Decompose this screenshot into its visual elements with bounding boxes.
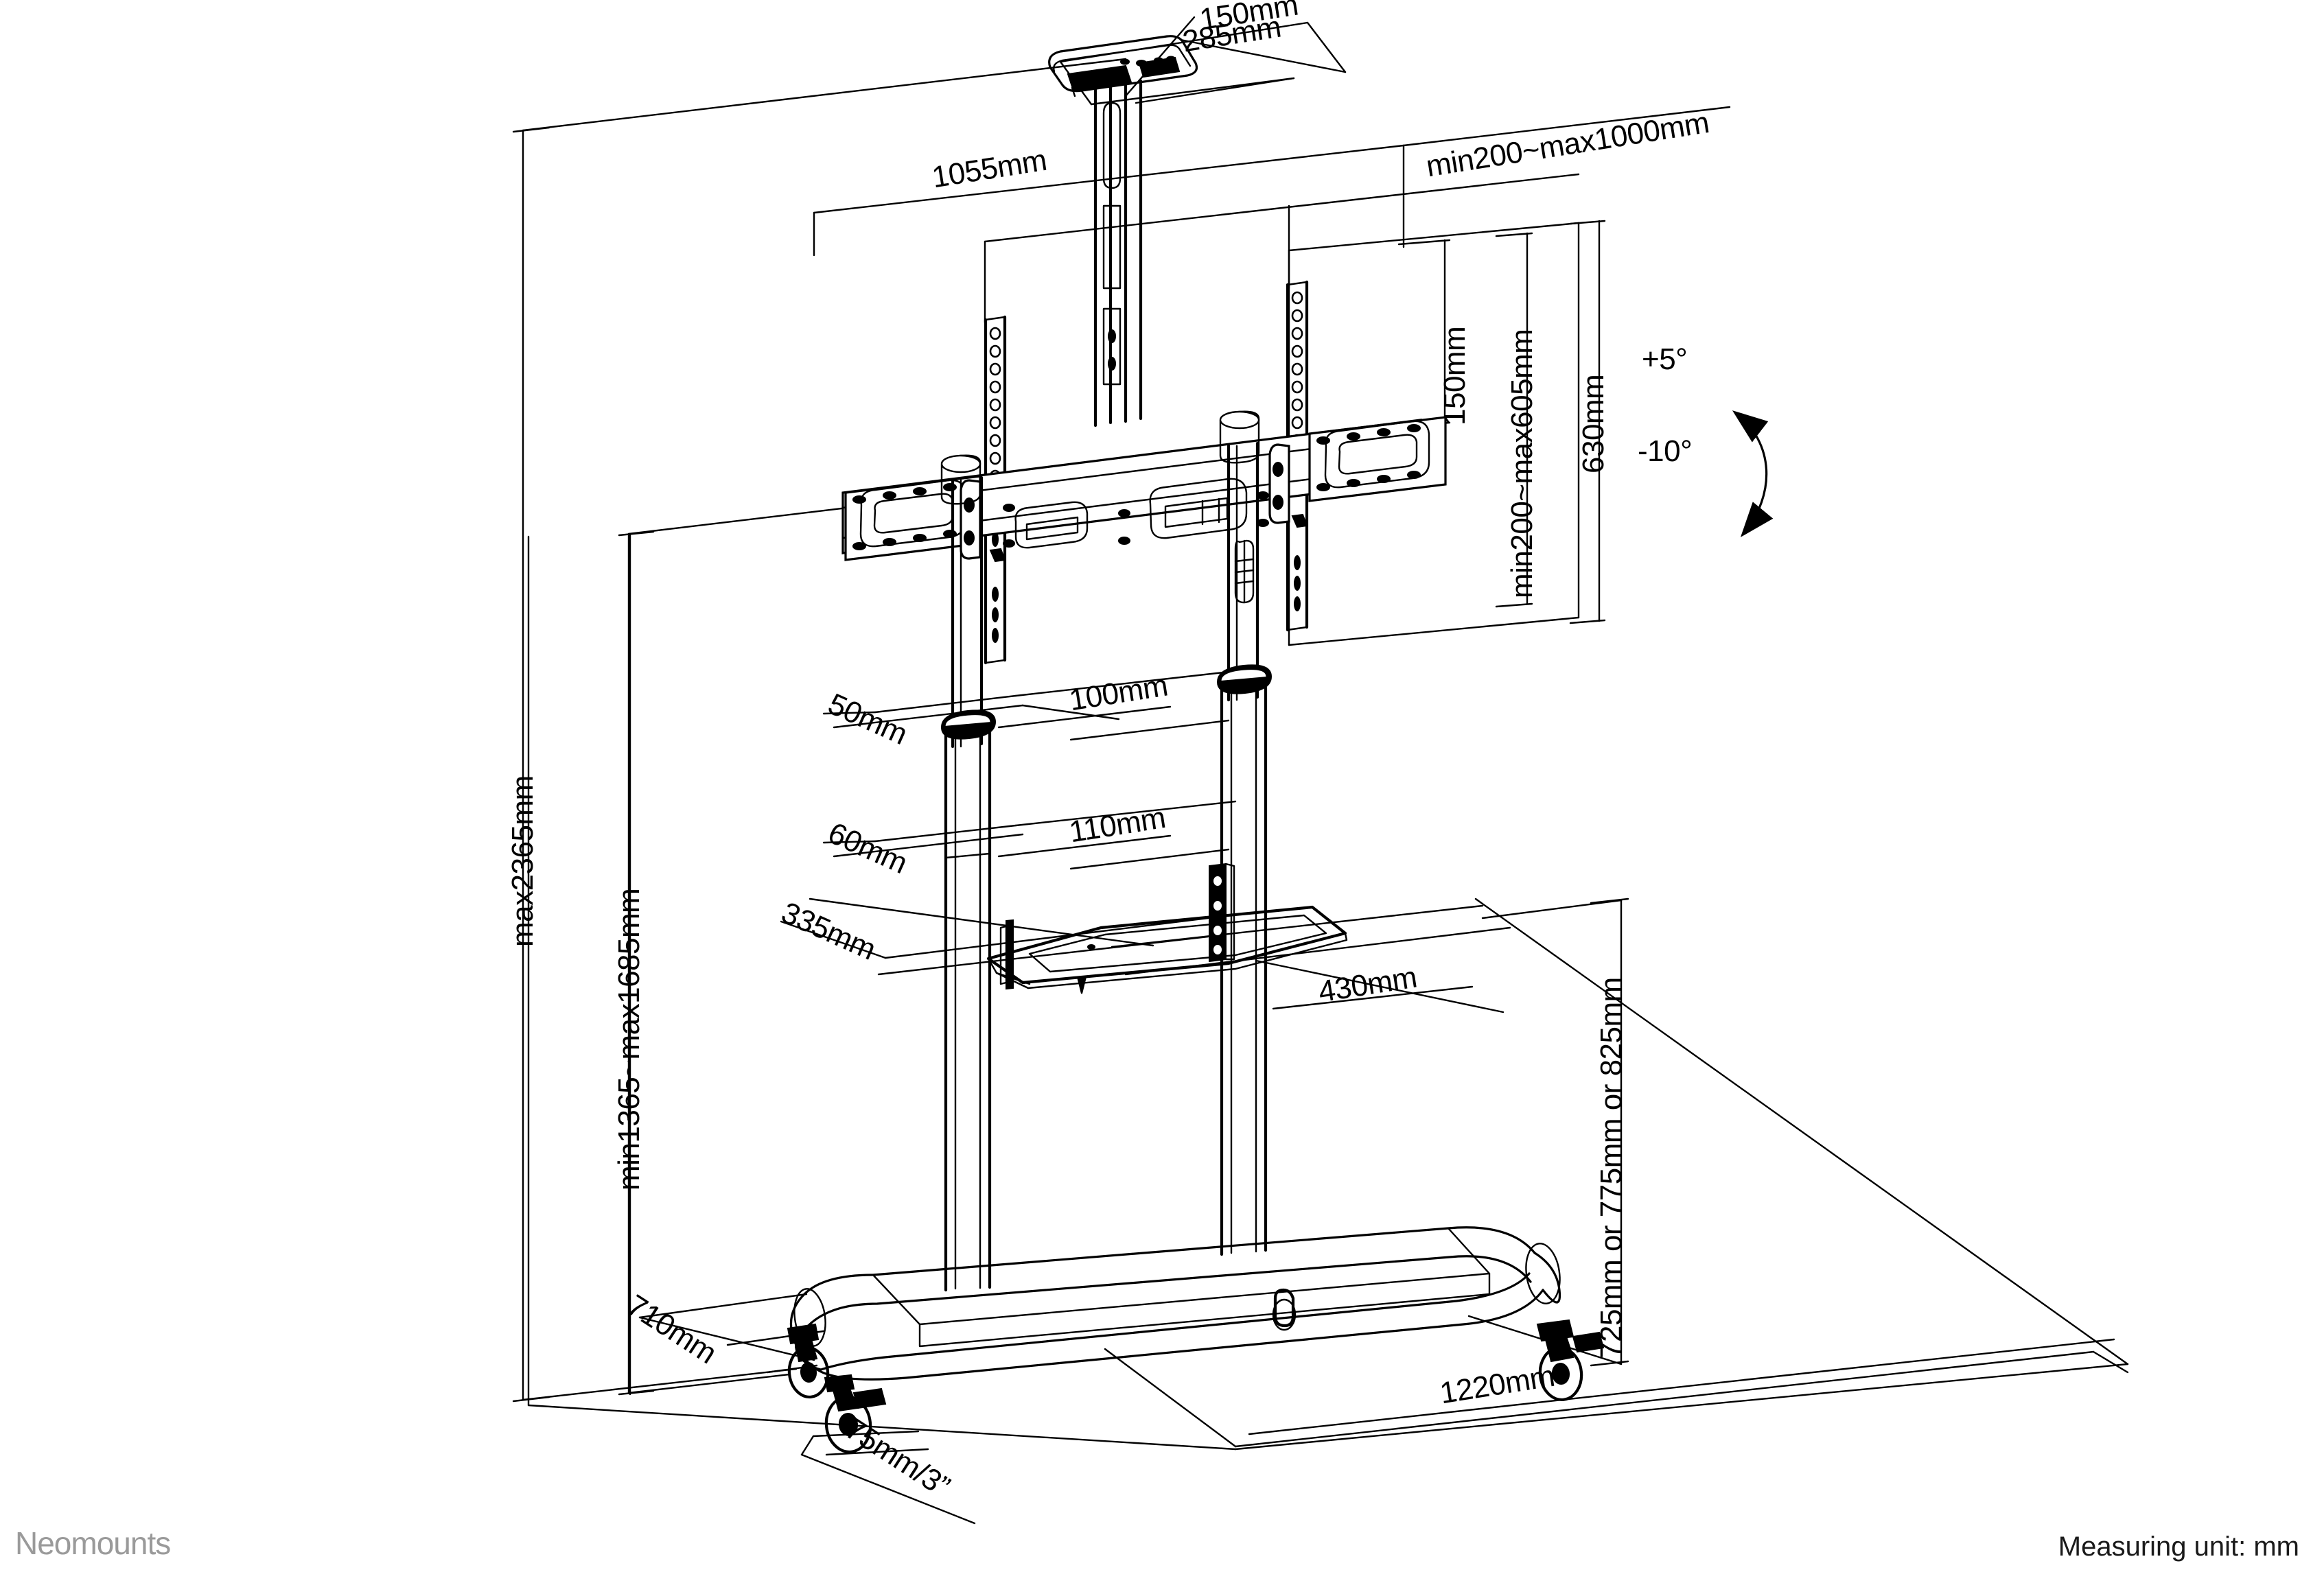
castor-back-left — [787, 1323, 830, 1399]
dim-label-total-height-max: max2365mm — [506, 775, 539, 947]
dim-label-tilt-up: +5° — [1642, 342, 1688, 376]
castor-front-left — [824, 1374, 887, 1454]
dim-label-vesa-v-small: 150mm — [1438, 326, 1472, 425]
dimension-lines — [512, 16, 2129, 1525]
measuring-unit-note: Measuring unit: mm — [2058, 1532, 2299, 1562]
castor-front-right — [1536, 1319, 1605, 1402]
media-shelf — [986, 863, 1348, 994]
dim-label-vesa-v-range: min200~max605mm — [1505, 329, 1539, 598]
dim-label-screen-height: 630mm — [1577, 374, 1610, 473]
right-column — [1216, 441, 1273, 1256]
dim-label-tilt-down: -10° — [1638, 434, 1693, 468]
dim-label-base-height-options: 725mm or 775mm or 825mm — [1594, 977, 1628, 1359]
upper-slotted-rail — [1093, 79, 1143, 427]
top-camera-shelf — [1048, 35, 1198, 97]
left-column — [940, 476, 997, 1292]
brand-logo: Neomounts — [15, 1525, 171, 1561]
base-frame — [789, 1226, 1561, 1381]
castor-centre — [1272, 1288, 1297, 1331]
display-mount-bar — [841, 410, 1447, 604]
dim-label-screen-centre-range: min1365~max1685mm — [612, 888, 646, 1191]
